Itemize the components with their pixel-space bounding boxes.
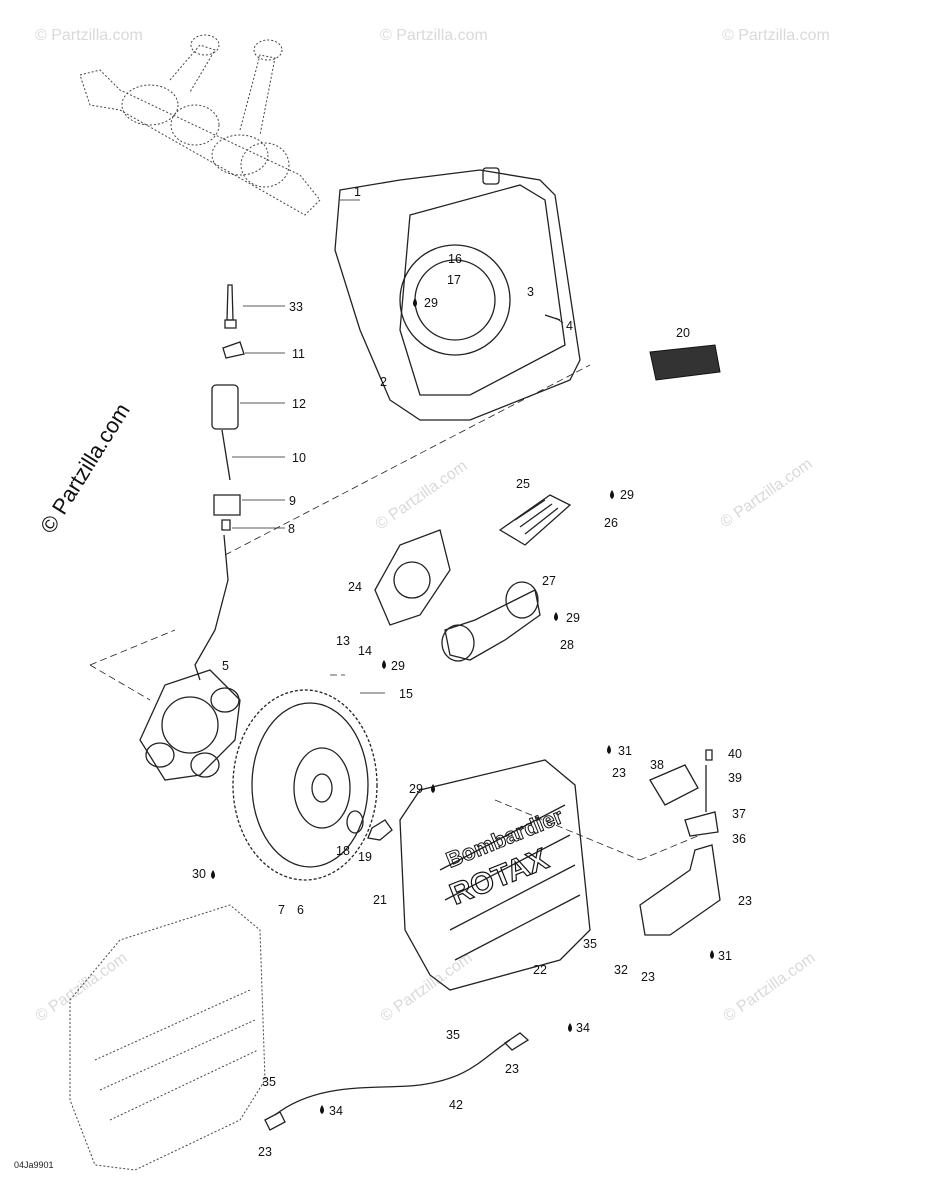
- callout: 10: [292, 451, 306, 465]
- callout: 24: [348, 580, 362, 594]
- watermark-text: © Partzilla.com: [33, 950, 131, 1026]
- callout: 40: [728, 747, 742, 761]
- callout: 27: [542, 574, 556, 588]
- callout: 3: [527, 285, 534, 299]
- callout: 33: [289, 300, 303, 314]
- lubricant-drop-icon: [382, 660, 386, 669]
- stator-5: [139, 669, 241, 781]
- watermark-text: © Partzilla.com: [380, 27, 488, 44]
- callout: 7: [278, 903, 285, 917]
- callout: 23: [612, 766, 626, 780]
- pad-part-20: [649, 344, 721, 381]
- callout: 13: [336, 634, 350, 648]
- callout: 34: [576, 1021, 590, 1035]
- callout: 12: [292, 397, 306, 411]
- callout: 31: [718, 949, 732, 963]
- stator-plate-24: [374, 529, 451, 626]
- callout: 35: [262, 1075, 276, 1089]
- lubricant-drop-icon: [607, 745, 611, 754]
- ground-cable-42: [264, 1032, 530, 1131]
- callout: 35: [583, 937, 597, 951]
- callout: 34: [329, 1104, 343, 1118]
- lubricant-drop-icon: [610, 490, 614, 499]
- lubricant-drop-icon: [554, 612, 558, 621]
- callout: 29: [424, 296, 438, 310]
- callout: 35: [446, 1028, 460, 1042]
- lubricant-drop-icon: [710, 950, 714, 959]
- callout: 25: [516, 477, 530, 491]
- callout: 38: [650, 758, 664, 772]
- callout: 29: [409, 782, 423, 796]
- callout: 18: [336, 844, 350, 858]
- watermark-main: © Partzilla.com: [35, 399, 135, 538]
- callout: 5: [222, 659, 229, 673]
- crankcase-housing: [334, 167, 581, 421]
- watermark-text: © Partzilla.com: [373, 458, 471, 534]
- magneto-cover: Bombardier ROTAX: [399, 759, 591, 991]
- callout: 21: [373, 893, 387, 907]
- callout: 17: [447, 273, 461, 287]
- lubricant-drop-icon: [568, 1023, 572, 1032]
- callout: 2: [380, 375, 387, 389]
- callout: 26: [604, 516, 618, 530]
- coil-27: [441, 581, 541, 662]
- callout: 39: [728, 771, 742, 785]
- watermark-text: © Partzilla.com: [718, 456, 816, 532]
- watermark-text: © Partzilla.com: [35, 27, 143, 44]
- callout: 29: [566, 611, 580, 625]
- callout: 23: [738, 894, 752, 908]
- callout: 20: [676, 326, 690, 340]
- magneto-cover-reference: [69, 904, 266, 1171]
- callout: 4: [566, 319, 573, 333]
- callout: 9: [289, 494, 296, 508]
- callout: 19: [358, 850, 372, 864]
- callout: 29: [391, 659, 405, 673]
- lubricant-drop-icon: [211, 870, 215, 879]
- callout: 23: [505, 1062, 519, 1076]
- crankshaft-illustration: [79, 34, 321, 216]
- callout: 16: [448, 252, 462, 266]
- leader-lines: [232, 199, 564, 694]
- callout: 8: [288, 522, 295, 536]
- callout: 23: [641, 970, 655, 984]
- callout: 37: [732, 807, 746, 821]
- flywheel: [232, 689, 393, 881]
- drawing-reference-code: 04Ja9901: [14, 1160, 54, 1170]
- watermark-text: © Partzilla.com: [722, 27, 830, 44]
- lubricant-drop-icon: [413, 298, 417, 307]
- trigger-coil-25: [498, 494, 572, 546]
- lubricant-drop-icon: [431, 784, 435, 793]
- callout: 6: [297, 903, 304, 917]
- callout: 1: [354, 185, 361, 199]
- sensor-assembly: [194, 284, 245, 681]
- callout-labels: 1 2 3 4 16 17 29 20 33 11 12 10 9 8 25 2…: [192, 185, 752, 1159]
- callout: 30: [192, 867, 206, 881]
- callout: 42: [449, 1098, 463, 1112]
- callout: 15: [399, 687, 413, 701]
- lubricant-symbols: [211, 298, 714, 1114]
- callout: 29: [620, 488, 634, 502]
- bracket-assembly: [639, 749, 721, 936]
- watermark-text: © Partzilla.com: [721, 950, 819, 1026]
- callout: 11: [292, 347, 305, 361]
- callout: 32: [614, 963, 628, 977]
- callout: 36: [732, 832, 746, 846]
- callout: 23: [258, 1145, 272, 1159]
- callout: 22: [533, 963, 547, 977]
- callout: 28: [560, 638, 574, 652]
- lubricant-drop-icon: [320, 1105, 324, 1114]
- assembly-lines: [89, 364, 701, 861]
- callout: 14: [358, 644, 372, 658]
- callout: 31: [618, 744, 632, 758]
